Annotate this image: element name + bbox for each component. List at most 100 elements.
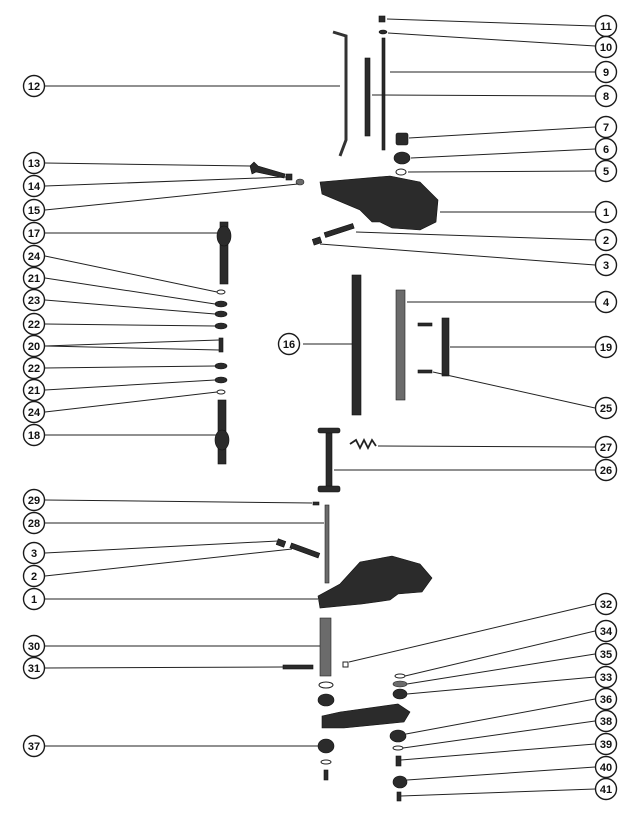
part-41-screw xyxy=(396,791,402,802)
part-6-bushing xyxy=(393,151,411,165)
leader-35 xyxy=(406,653,596,685)
leader-33 xyxy=(406,676,596,695)
callout-label: 21 xyxy=(28,273,40,285)
callout-label: 19 xyxy=(600,342,612,354)
leader-8 xyxy=(371,94,596,97)
callout-36: 36 xyxy=(594,687,618,711)
callout-38: 38 xyxy=(594,709,618,733)
part-17-threaded-rod xyxy=(219,221,229,285)
leader-3b xyxy=(44,540,279,554)
callout-1-lower: 1 xyxy=(22,587,46,611)
callout-label: 22 xyxy=(28,363,40,375)
part-34-washer xyxy=(394,673,406,679)
callout-16: 16 xyxy=(277,332,301,356)
leader-27 xyxy=(377,445,596,448)
callout-label: 24 xyxy=(28,251,41,263)
part-27-spring xyxy=(349,437,377,451)
part-16-long-bolt xyxy=(351,274,362,416)
leader-14 xyxy=(44,176,287,187)
callout-18: 18 xyxy=(22,423,46,447)
callout-label: 14 xyxy=(28,181,41,193)
callout-label: 2 xyxy=(603,235,609,247)
leader-22b xyxy=(44,365,216,369)
part-36-bushing xyxy=(389,729,407,743)
part-2-shaft-lower xyxy=(289,542,321,559)
callout-15: 15 xyxy=(22,198,46,222)
part-23-washer xyxy=(214,310,228,318)
part-31-screw xyxy=(282,664,314,670)
callout-label: 24 xyxy=(28,407,41,419)
part-25-pin-bottom xyxy=(417,369,433,374)
leader-22a xyxy=(44,323,216,327)
leader-20a xyxy=(44,339,220,347)
callout-37: 37 xyxy=(22,734,46,758)
callout-7: 7 xyxy=(594,115,618,139)
leader-24b xyxy=(44,391,218,413)
callout-label: 28 xyxy=(28,518,40,530)
callouts: 11 10 9 8 7 6 5 1 2 3 4 19 25 27 26 12 1… xyxy=(22,14,618,801)
callout-41: 41 xyxy=(594,777,618,801)
callout-12: 12 xyxy=(22,74,46,98)
callout-5: 5 xyxy=(594,159,618,183)
part-4-tube xyxy=(395,289,406,401)
callout-label: 15 xyxy=(28,205,40,217)
callout-label: 3 xyxy=(31,548,37,560)
callout-6: 6 xyxy=(594,137,618,161)
part-19-bar xyxy=(441,317,450,377)
callout-label: 41 xyxy=(600,784,612,796)
leader-11 xyxy=(386,18,596,27)
callout-3-upper: 3 xyxy=(594,253,618,277)
part-25-pin-top xyxy=(417,322,433,327)
callout-33: 33 xyxy=(594,665,618,689)
callout-label: 22 xyxy=(28,319,40,331)
leader-5 xyxy=(407,170,596,173)
part-26-head-bottom xyxy=(317,485,341,493)
callout-label: 32 xyxy=(600,599,612,611)
callout-label: 7 xyxy=(603,122,609,134)
part-5-washer xyxy=(395,168,407,176)
leader-2b xyxy=(44,548,293,577)
leader-32 xyxy=(348,603,596,663)
callout-label: 5 xyxy=(603,166,609,178)
callout-label: 25 xyxy=(600,403,612,415)
callout-label: 1 xyxy=(603,207,609,219)
callout-label: 35 xyxy=(600,649,612,661)
callout-label: 20 xyxy=(28,341,40,353)
callout-label: 37 xyxy=(28,741,40,753)
callout-39: 39 xyxy=(594,732,618,756)
leader-lines xyxy=(44,18,596,797)
callout-23: 23 xyxy=(22,288,46,312)
callout-label: 30 xyxy=(28,641,40,653)
callout-3-lower: 3 xyxy=(22,541,46,565)
callout-label: 4 xyxy=(603,297,610,309)
leader-7 xyxy=(408,126,596,139)
callout-35: 35 xyxy=(594,642,618,666)
part-20-pin xyxy=(218,337,224,353)
callout-label: 29 xyxy=(28,495,40,507)
callout-40: 40 xyxy=(594,755,618,779)
callout-label: 33 xyxy=(600,672,612,684)
part-drawings xyxy=(214,15,450,802)
part-21-nut-bottom xyxy=(214,376,228,384)
part-39-screw xyxy=(395,755,402,767)
callout-label: 11 xyxy=(600,21,612,33)
part-9-rod xyxy=(381,37,386,151)
callout-31: 31 xyxy=(22,656,46,680)
callout-17: 17 xyxy=(22,221,46,245)
part-bottom-screw-left xyxy=(323,769,329,781)
part-13-bolt xyxy=(249,161,286,179)
callout-34: 34 xyxy=(594,619,618,643)
leader-38 xyxy=(402,720,596,749)
callout-28: 28 xyxy=(22,511,46,535)
callout-4: 4 xyxy=(594,290,618,314)
callout-29: 29 xyxy=(22,488,46,512)
callout-label: 1 xyxy=(31,594,37,606)
callout-label: 6 xyxy=(603,144,609,156)
callout-label: 13 xyxy=(28,158,40,170)
callout-21-upper: 21 xyxy=(22,266,46,290)
callout-label: 18 xyxy=(28,430,40,442)
part-29-pin xyxy=(312,501,320,506)
leader-29 xyxy=(44,499,313,504)
leader-40 xyxy=(406,766,596,781)
leader-21a xyxy=(44,277,216,305)
